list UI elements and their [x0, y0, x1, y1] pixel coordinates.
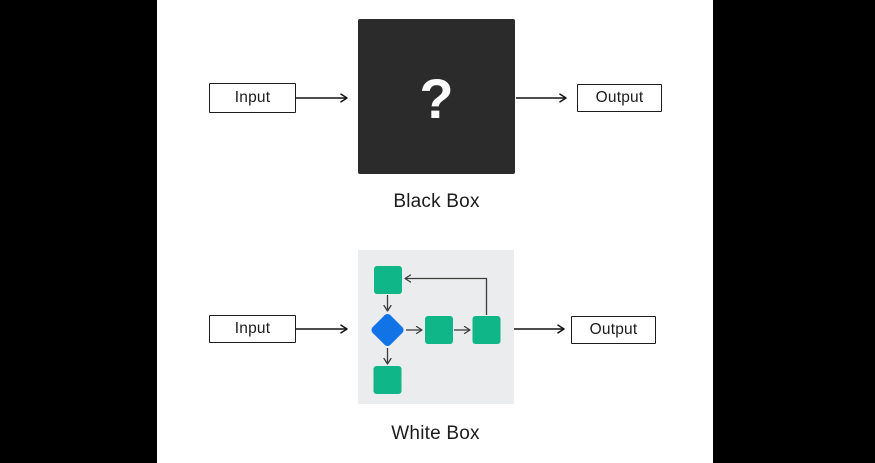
- output-box-bottom: Output: [571, 316, 656, 344]
- flow-arrow-loop-back: [404, 274, 488, 315]
- input-box-top: Input: [209, 83, 296, 113]
- flow-node-top: [374, 266, 402, 294]
- flow-node-right: [472, 316, 501, 344]
- input-label-bottom: Input: [234, 320, 271, 337]
- flow-decision-diamond: [371, 313, 404, 347]
- question-mark: ?: [419, 66, 454, 130]
- flow-node-bottom: [373, 366, 402, 394]
- flow-node-middle: [425, 316, 453, 344]
- output-label-bottom: Output: [589, 321, 638, 338]
- input-box-bottom: Input: [209, 315, 296, 343]
- black-box-caption: Black Box: [393, 191, 480, 212]
- input-label-top: Input: [234, 89, 271, 106]
- output-box-top: Output: [577, 84, 662, 112]
- white-box-caption: White Box: [391, 423, 480, 444]
- black-box: ?: [358, 19, 515, 174]
- output-label-top: Output: [595, 89, 644, 106]
